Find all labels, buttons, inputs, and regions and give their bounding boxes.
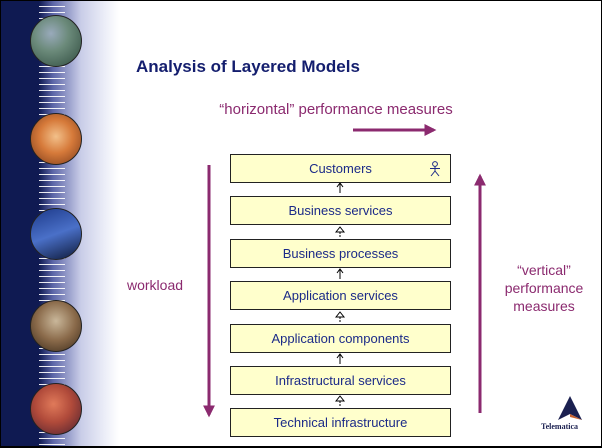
layer-label: Business processes — [282, 246, 399, 261]
horizontal-measures-label: “horizontal” performance measures — [219, 101, 453, 118]
layer-box-technical-infrastructure: Technical infrastructure — [230, 408, 451, 437]
layer-box-business-processes: Business processes — [230, 239, 451, 268]
layer-box-application-services: Application services — [230, 281, 451, 310]
layer-label: Business services — [288, 203, 393, 218]
telematica-logo-icon — [558, 396, 582, 420]
layer-box-infrastructural-services: Infrastructural services — [230, 366, 451, 395]
vertical-measures-label: “vertical” performance measures — [498, 261, 590, 315]
sidebar-photo-1 — [30, 15, 82, 67]
layer-label: Technical infrastructure — [273, 415, 408, 430]
logo-text: Telematica — [541, 422, 579, 431]
layer-box-application-components: Application components — [230, 324, 451, 353]
sidebar-photo-2 — [30, 113, 82, 165]
vertical-label-line: “vertical” — [517, 262, 571, 278]
workload-label: workload — [127, 277, 184, 293]
vertical-label-line: performance — [504, 280, 584, 296]
layer-label: Customers — [309, 161, 372, 176]
layer-box-customers: Customers — [230, 154, 451, 183]
sidebar-photo-5 — [30, 383, 82, 435]
layer-label: Infrastructural services — [275, 373, 406, 388]
sidebar-decoration — [1, 1, 119, 446]
layer-box-business-services: Business services — [230, 196, 451, 225]
sidebar-photo-3 — [30, 208, 82, 260]
layer-connectors — [334, 182, 346, 406]
layer-label: Application components — [271, 331, 410, 346]
layer-label: Application services — [283, 288, 398, 303]
slide-title: Analysis of Layered Models — [136, 57, 360, 76]
actor-stick-figure-icon — [430, 161, 440, 177]
vertical-label-line: measures — [513, 298, 575, 314]
sidebar-photo-4 — [30, 300, 82, 352]
